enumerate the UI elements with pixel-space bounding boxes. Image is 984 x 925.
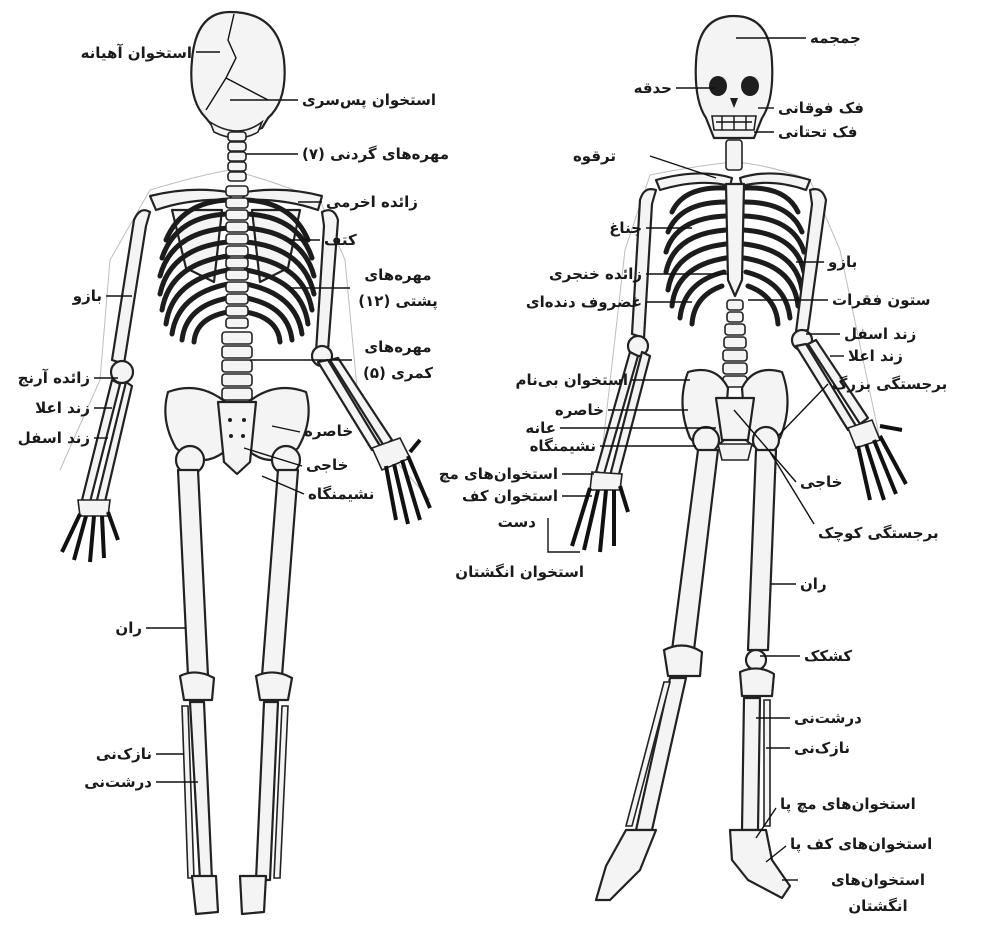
label-acromion: زائده اخرمی (326, 193, 418, 211)
label-cranium: جمجمه (810, 29, 861, 47)
label-humerus: بازو (72, 287, 102, 305)
label-sacrum-back: خاجی (306, 456, 348, 474)
label-radius-front: زند اعلا (848, 347, 903, 365)
label-metacarpals: استخوان کف (462, 487, 558, 505)
label-xiphoid-process: زائده خنجری (549, 265, 642, 283)
back-skull (191, 12, 284, 138)
label-clavicle: ترقوه (573, 147, 616, 165)
label-orbit: حدقه (634, 79, 672, 97)
front-skull (696, 16, 773, 138)
label-femur-front: ران (800, 575, 827, 593)
label-cervical-vertebrae: مهره‌های گردنی (۷) (302, 145, 449, 163)
label-tarsals: استخوان‌های مچ پا (780, 795, 916, 814)
label-costal-cartilage: غضروف دنده‌ای (526, 293, 642, 311)
label-pubis: عانه (525, 419, 556, 437)
label-ilium-front: خاصره (555, 401, 604, 419)
back-right-leg (240, 446, 300, 914)
label-maxilla: فک فوقانی (778, 99, 864, 117)
label-fibula-front: نازک‌نی (794, 739, 850, 757)
label-lumbar-vertebrae-line1: مهره‌های (364, 338, 431, 356)
label-mandible: فک تحتانی (778, 123, 857, 141)
label-scapula: کتف (324, 231, 357, 249)
label-foot-phalanges-line2: انگشتان (848, 897, 907, 915)
label-ulna: زند اسفل (18, 429, 90, 447)
label-tibia-front: درشت‌نی (794, 709, 862, 727)
label-parietal: استخوان آهیانه (81, 44, 192, 62)
front-right-arm (792, 189, 906, 500)
label-hip-bone: استخوان بی‌نام (516, 371, 628, 389)
label-thoracic-vertebrae-line1: مهره‌های (364, 266, 431, 284)
front-right-leg (730, 427, 790, 898)
label-greater-trochanter: برجستگی بزرگ (832, 375, 947, 393)
label-sacrum-front: خاجی (800, 473, 842, 491)
label-femur-back: ران (115, 619, 142, 637)
label-occipital: استخوان پس‌سری (302, 91, 436, 110)
label-metatarsals: استخوان‌های کف پا (790, 835, 932, 854)
back-cervical-spine (228, 132, 246, 181)
label-radius: زند اعلا (35, 399, 90, 417)
label-vertebral-column: ستون فقرات (832, 291, 930, 309)
label-foot-phalanges-line1: استخوان‌های (831, 871, 925, 889)
label-humerus-front: بازو (827, 253, 857, 271)
label-hand-phalanges: استخوان انگشتان (455, 563, 584, 581)
label-hand: دست (498, 513, 537, 531)
label-olecranon: زائده آرنج (18, 369, 90, 387)
front-neck (726, 140, 742, 170)
label-ulna-front: زند اسفل (844, 325, 916, 343)
label-thoracic-vertebrae-line2: پشتی (۱۲) (358, 292, 437, 311)
label-fibula-back: نازک‌نی (96, 745, 152, 763)
front-view-labels: جمجمه حدقه فک فوقانی فک تحتانی ترقوه جنا… (439, 29, 948, 915)
label-ilium-back: خاصره (304, 422, 353, 440)
label-ischium-front: نشیمنگاه (530, 437, 596, 455)
back-left-leg (176, 446, 218, 914)
label-lesser-trochanter: برجستگی کوچک (818, 524, 939, 543)
label-carpals: استخوان‌های مچ (439, 465, 558, 483)
label-ischium-back: نشیمنگاه (308, 485, 374, 503)
label-patella: کشکک (804, 647, 852, 665)
front-spine (723, 300, 747, 387)
label-sternum: جناغ (609, 219, 642, 237)
label-lumbar-vertebrae-line2: کمری (۵) (363, 364, 433, 382)
label-tibia-back: درشت‌نی (84, 773, 152, 791)
back-spine (222, 186, 252, 400)
front-view-skeleton (572, 16, 906, 900)
front-sternum (726, 184, 744, 296)
